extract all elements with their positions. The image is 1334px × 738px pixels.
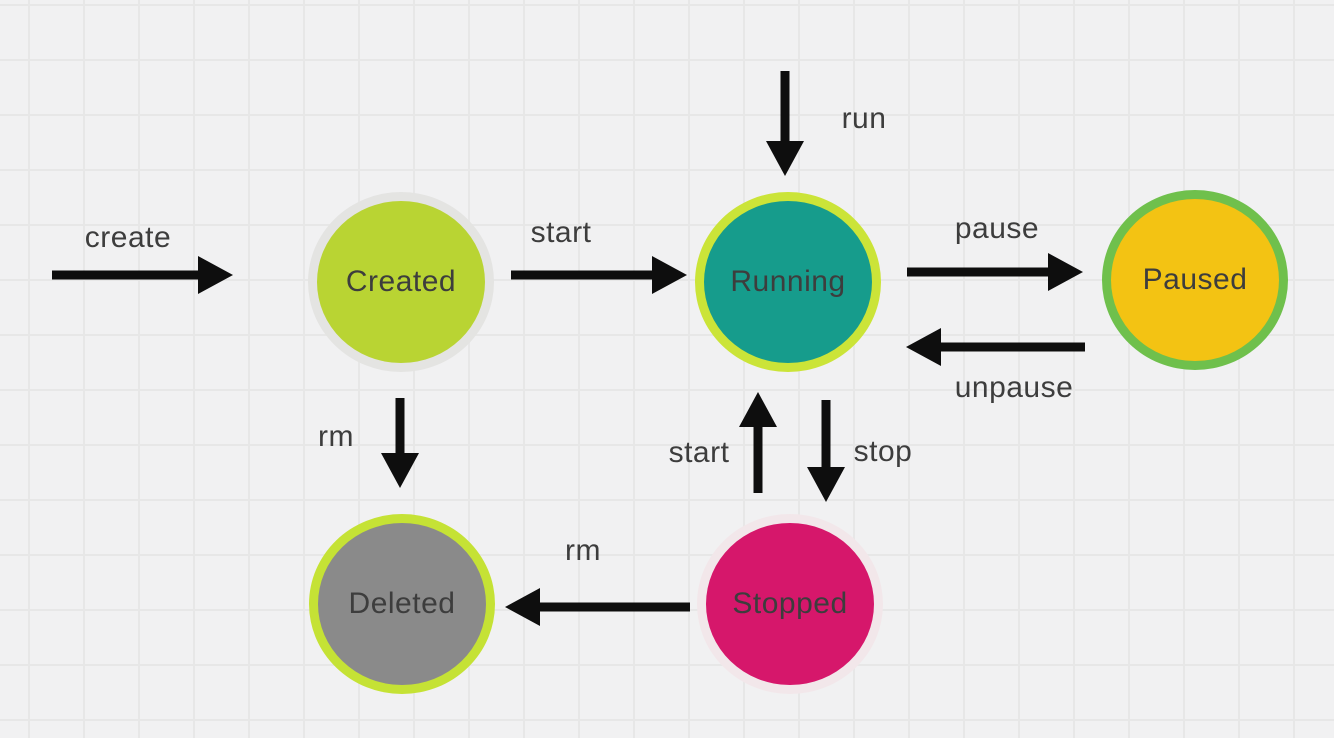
edge-label-start-created-running: start: [530, 216, 592, 249]
arrow-rm-stopped-deleted: [505, 588, 690, 626]
arrow-create: [52, 256, 233, 294]
arrow-run: [766, 71, 804, 176]
edge-label-unpause: unpause: [954, 371, 1074, 404]
state-label-deleted: Deleted: [348, 587, 456, 620]
state-node-stopped[interactable]: Stopped: [697, 514, 883, 694]
edge-label-create: create: [84, 221, 172, 254]
state-label-running: Running: [730, 265, 846, 298]
state-label-stopped: Stopped: [732, 587, 848, 620]
state-node-created[interactable]: Created: [308, 192, 494, 372]
edge-label-pause: pause: [954, 212, 1040, 245]
state-node-paused[interactable]: Paused: [1102, 190, 1288, 370]
arrow-start-created-running: [511, 256, 687, 294]
state-node-running[interactable]: Running: [695, 192, 881, 372]
state-node-deleted[interactable]: Deleted: [309, 514, 495, 694]
edge-label-start-stopped-running: start: [668, 436, 730, 469]
edge-label-rm-stopped-deleted: rm: [565, 534, 601, 567]
arrow-rm-created-deleted: [381, 398, 419, 488]
state-label-created: Created: [345, 265, 457, 298]
edge-label-run: run: [841, 102, 887, 135]
state-label-paused: Paused: [1142, 263, 1248, 296]
edge-label-stop: stop: [853, 435, 913, 468]
arrow-pause: [907, 253, 1083, 291]
arrow-start-stopped-running: [739, 392, 777, 493]
edge-label-rm-created-deleted: rm: [318, 420, 354, 453]
arrow-unpause: [906, 328, 1085, 366]
arrow-stop: [807, 400, 845, 502]
